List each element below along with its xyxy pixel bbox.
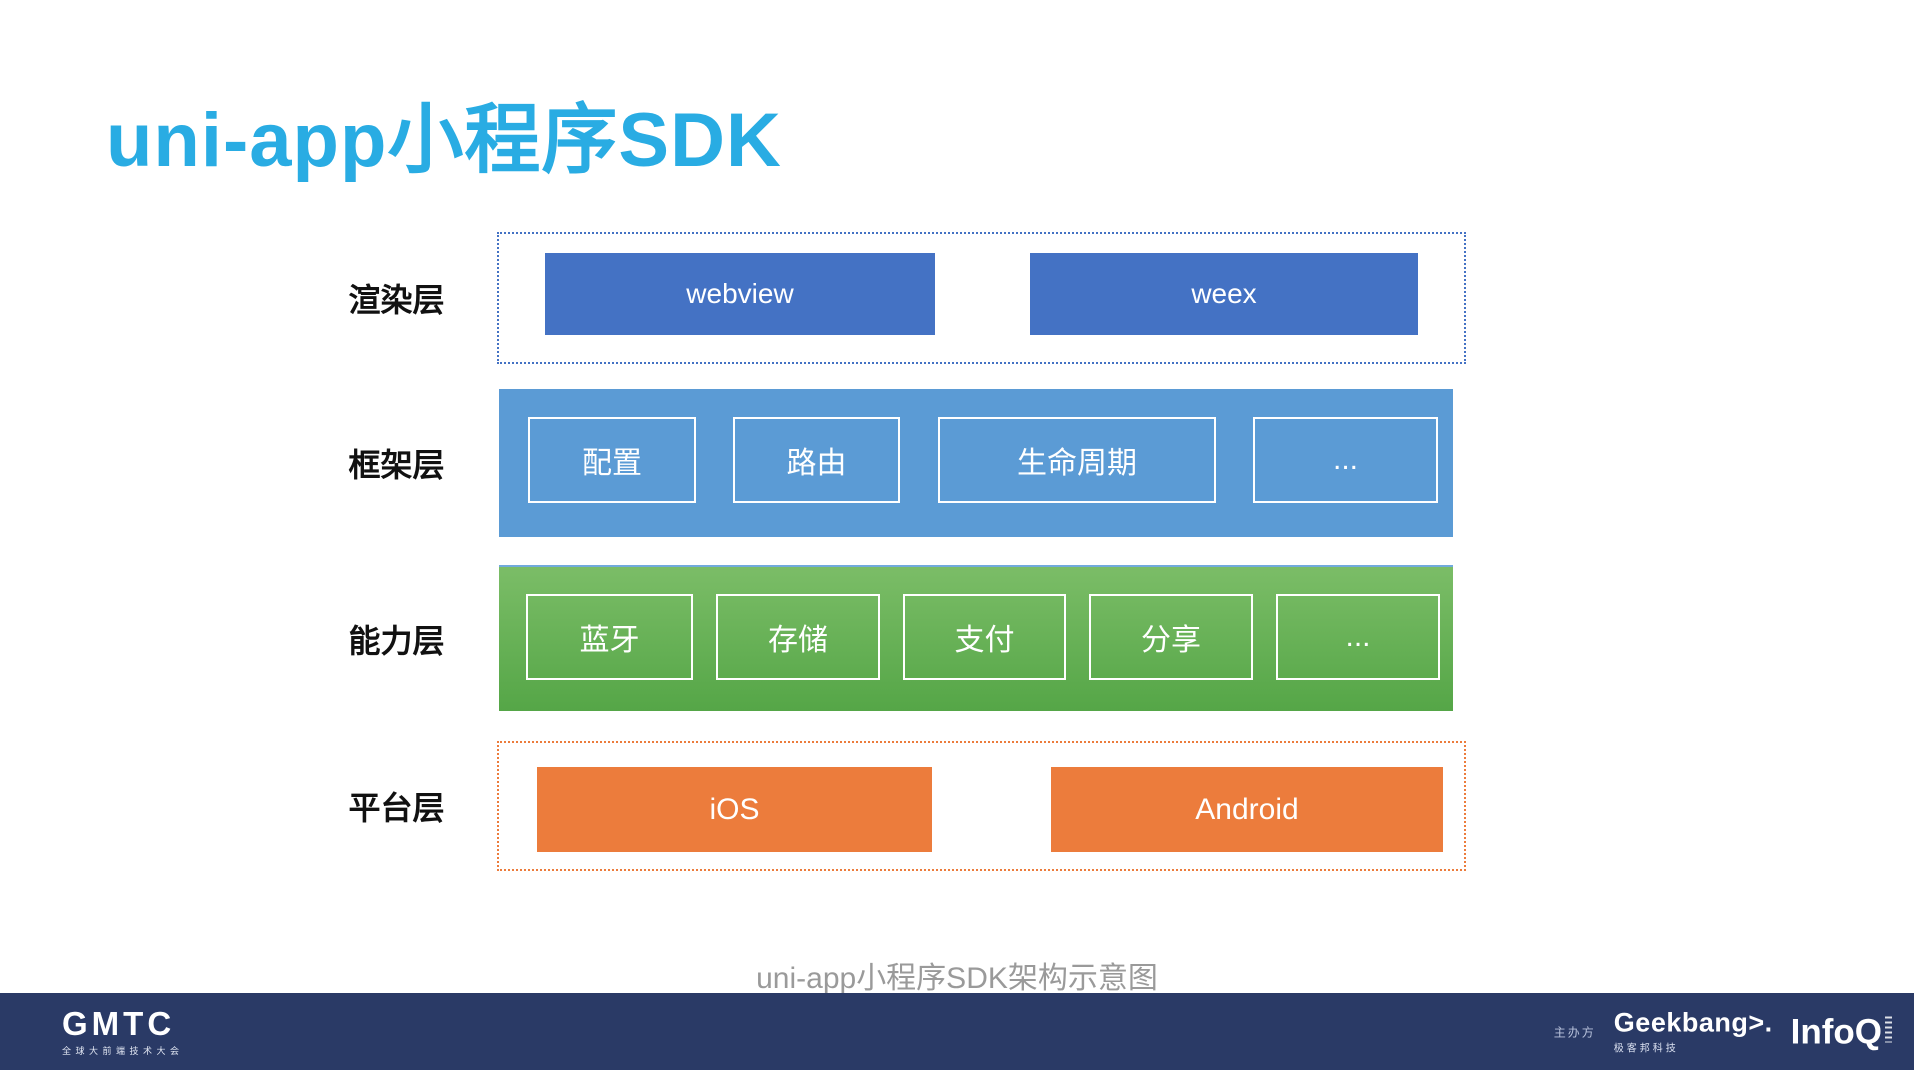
layer-capability-label: 能力层 xyxy=(348,623,445,659)
layer-framework-label: 框架层 xyxy=(348,447,445,483)
box-webview: webview xyxy=(545,253,935,335)
organizer-label: 主办方 xyxy=(1553,1025,1596,1039)
layer-render: 渲染层 webview weex xyxy=(348,232,1466,364)
gmtc-logo: GMTC 全球大前端技术大会 xyxy=(62,1007,184,1057)
gmtc-logo-text: GMTC xyxy=(62,1004,176,1042)
cell-lifecycle: 生命周期 xyxy=(938,417,1216,503)
cell-bluetooth: 蓝牙 xyxy=(526,594,693,680)
footer-bar: GMTC 全球大前端技术大会 主办方 Geekbang>. 极客邦科技 Info… xyxy=(0,993,1914,1070)
geekbang-logo: Geekbang>. 极客邦科技 xyxy=(1613,1007,1773,1055)
geekbang-logo-text: Geekbang>. xyxy=(1613,1007,1773,1037)
cell-config: 配置 xyxy=(528,417,696,503)
cell-storage: 存储 xyxy=(716,594,880,680)
box-android: Android xyxy=(1051,767,1443,852)
box-ios: iOS xyxy=(537,767,932,852)
layer-capability: 能力层 蓝牙 存储 支付 分享 ... xyxy=(348,565,1453,711)
gmtc-logo-subtitle: 全球大前端技术大会 xyxy=(62,1045,184,1056)
cell-share: 分享 xyxy=(1089,594,1253,680)
infoq-logo: InfoQ xyxy=(1791,1014,1892,1049)
cell-payment: 支付 xyxy=(903,594,1066,680)
page-title: uni-app小程序SDK xyxy=(106,98,782,183)
layer-framework: 框架层 配置 路由 生命周期 ... xyxy=(348,389,1453,537)
diagram-caption: uni-app小程序SDK架构示意图 xyxy=(756,962,1158,995)
cell-capability-more: ... xyxy=(1276,594,1440,680)
cell-router: 路由 xyxy=(733,417,900,503)
layer-platform-label: 平台层 xyxy=(348,790,445,826)
layer-render-label: 渲染层 xyxy=(348,282,445,318)
box-weex: weex xyxy=(1030,253,1418,335)
geekbang-logo-subtitle: 极客邦科技 xyxy=(1613,1043,1679,1054)
layer-platform: 平台层 iOS Android xyxy=(348,741,1466,871)
infoq-logo-text: InfoQ xyxy=(1790,1012,1882,1051)
footer-organizer-logos: 主办方 Geekbang>. 极客邦科技 InfoQ xyxy=(1554,1009,1892,1054)
cell-framework-more: ... xyxy=(1253,417,1438,503)
infoq-vertical-mark-icon xyxy=(1885,1016,1892,1042)
